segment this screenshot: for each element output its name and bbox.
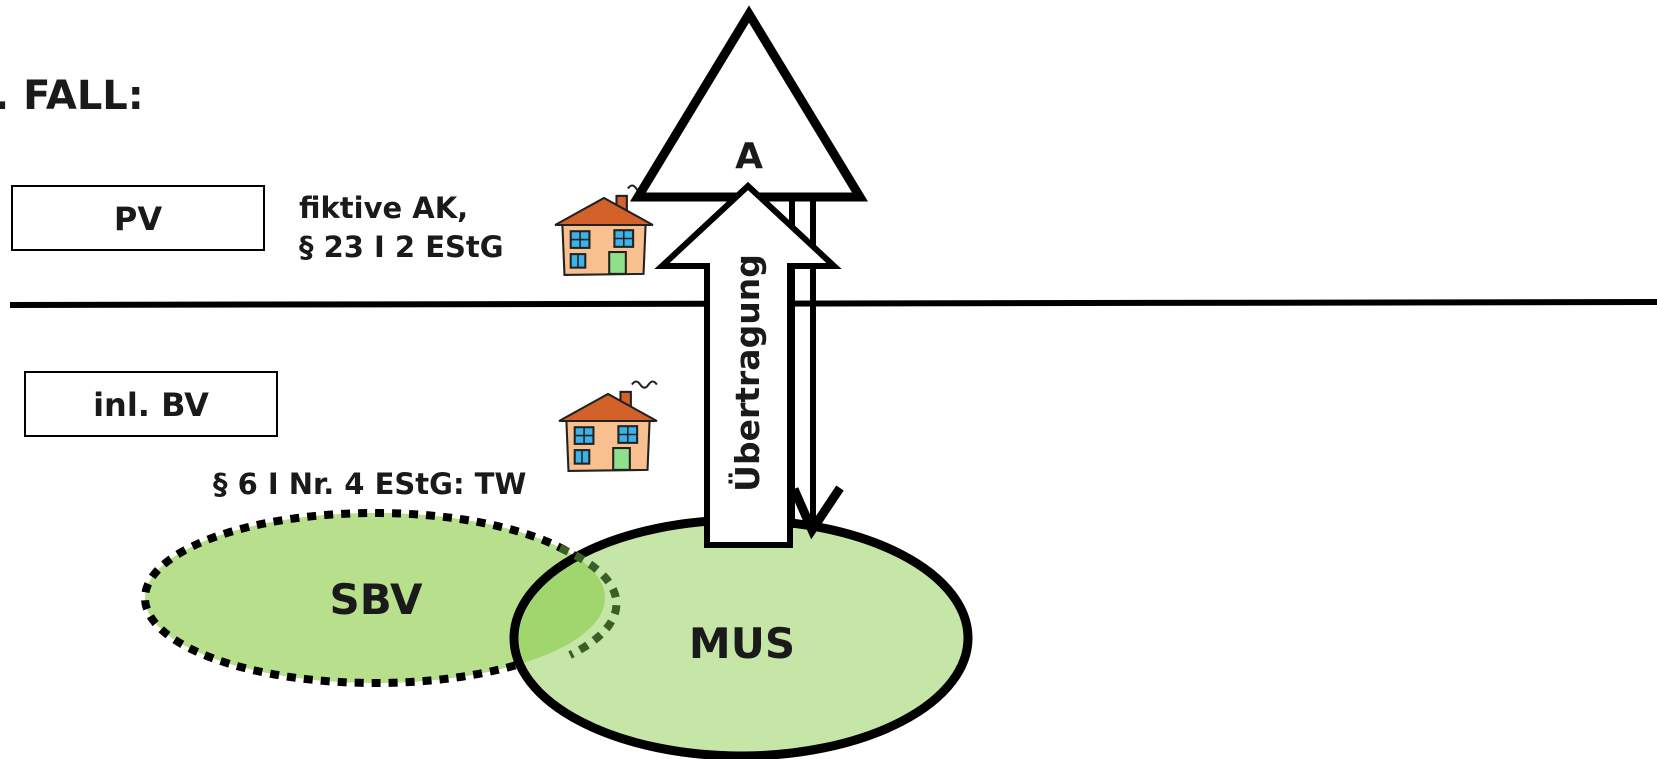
pv-label: PV <box>114 200 162 238</box>
triangle-label: A <box>735 136 763 177</box>
house-icon <box>557 380 659 473</box>
pv-box: PV <box>11 185 265 251</box>
transfer-label: Übertragung <box>727 254 767 492</box>
inl-bv-label: inl. BV <box>93 386 209 424</box>
teilwert-text: § 6 I Nr. 4 EStG: TW <box>213 467 526 501</box>
divider-line <box>9 299 1657 308</box>
fiktive-ak-text: fiktive AK, <box>299 191 468 225</box>
mus-label: MUS <box>689 619 795 668</box>
sbv-label: SBV <box>329 575 423 624</box>
inl-bv-box: inl. BV <box>24 371 278 437</box>
triangle-a: A <box>630 5 868 202</box>
transfer-arrow: Übertragung <box>654 181 842 548</box>
estg-23-text: § 23 I 2 EStG <box>299 230 504 264</box>
page-title: . FALL: <box>0 73 144 119</box>
